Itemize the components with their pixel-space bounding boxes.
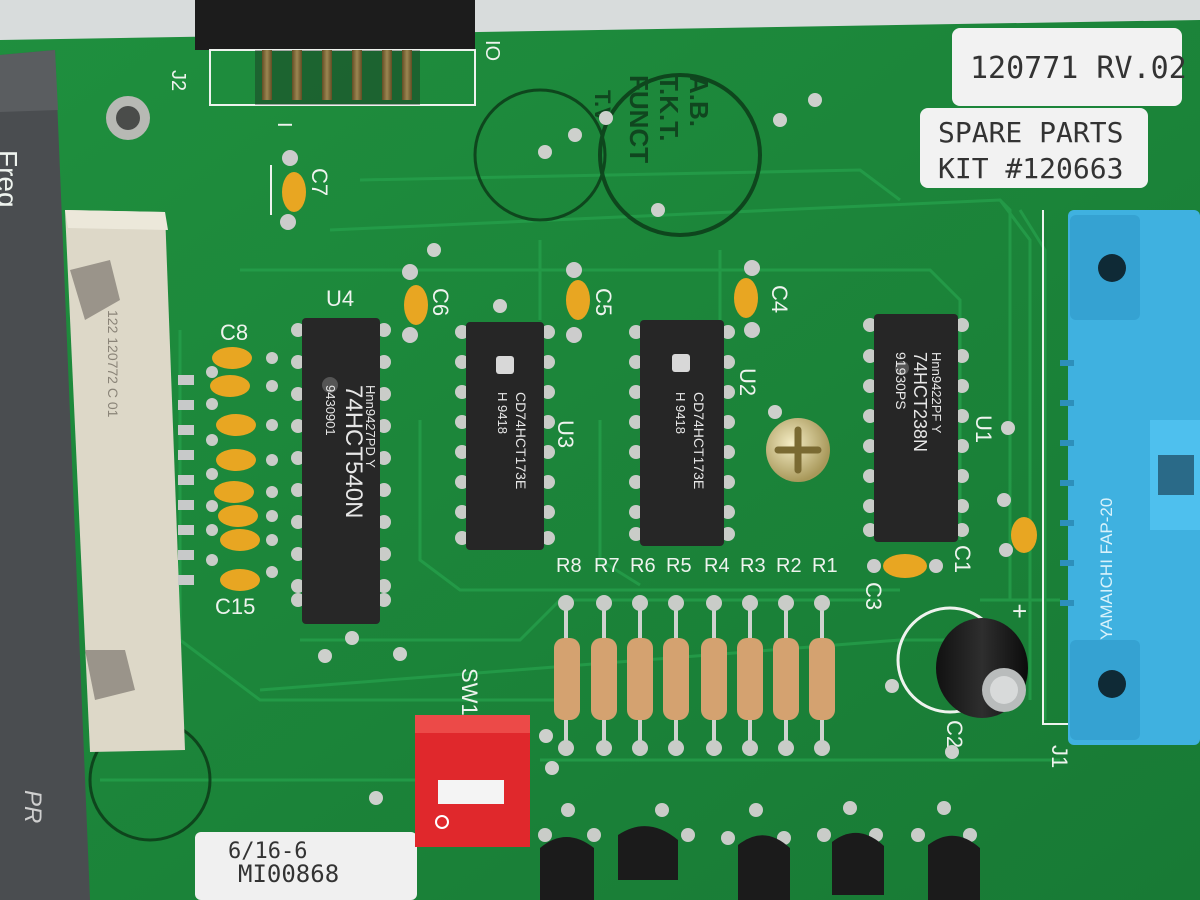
capacitor-c6 <box>402 264 428 343</box>
spare-line-1: SPARE PARTS <box>938 116 1123 149</box>
rev-sticker-text: 120771 RV.02 <box>970 51 1187 86</box>
vias <box>318 93 1015 805</box>
u4-lot: 9430901 <box>323 385 338 436</box>
refdes-u1: U1 <box>971 415 996 443</box>
u3-part-number: CD74HCT173E <box>513 392 529 489</box>
ic-u1: 74HCT238N 91930PS Hnn9422PF Y <box>863 314 969 542</box>
u2-part-number: CD74HCT173E <box>691 392 707 489</box>
bottom-sticker: 6/16-6 MI00868 <box>195 832 417 900</box>
capacitor-c3 <box>867 554 943 578</box>
ic-u2: CD74HCT173E H 9418 <box>629 320 735 546</box>
inspection-stamp: A.B. T.K.T. FUNCT T.V <box>88 73 762 842</box>
spare-line-2: KIT #120663 <box>938 152 1123 185</box>
edge-freq-label: Freq <box>0 150 23 208</box>
bottom-sticker-line-2: MI00868 <box>238 860 339 888</box>
refdes-r1: R1 <box>812 555 838 577</box>
j1-ribbon-connector: YAMAICHI FAP-20 <box>1042 210 1200 745</box>
white-connector-text: 122 120772 C 01 <box>105 310 121 418</box>
u4-part-number: 74HCT540N <box>340 385 367 518</box>
u2-lot: H 9418 <box>673 392 688 434</box>
u1-part-number: 74HCT238N <box>910 352 930 452</box>
stamp-line-1: A.B. <box>684 75 714 127</box>
j1-connector-text: YAMAICHI FAP-20 <box>1097 498 1116 640</box>
refdes-u3: U3 <box>553 420 578 448</box>
resistor-array <box>554 595 835 756</box>
refdes-j1: J1 <box>1047 745 1072 768</box>
refdes-sw1: SW1 <box>457 668 482 716</box>
capacitor-c2-electrolytic <box>896 606 1028 718</box>
stamp-line-3: FUNCT <box>624 75 654 163</box>
refdes-r3: R3 <box>740 555 766 577</box>
capacitor-c7 <box>270 150 306 230</box>
refdes-r2: R2 <box>776 555 802 577</box>
front-panel-edge: Freq PR <box>0 50 90 900</box>
transistor-row <box>538 801 980 900</box>
refdes-io: IO <box>481 40 503 61</box>
stamp-line-2: T.K.T. <box>654 75 684 141</box>
refdes-c6: C6 <box>428 288 453 316</box>
refdes-c3: C3 <box>861 582 886 610</box>
refdes-j2: J2 <box>167 70 189 91</box>
refdes-u4: U4 <box>326 286 354 311</box>
capacitor-c5 <box>566 262 590 343</box>
refdes-c5: C5 <box>591 288 616 316</box>
spare-parts-sticker: SPARE PARTS KIT #120663 <box>920 108 1148 188</box>
capacitor-c4 <box>734 260 760 338</box>
j2-header-connector <box>195 0 476 106</box>
ic-u3: CD74HCT173E H 9418 <box>455 322 555 550</box>
refdes-c7: C7 <box>307 168 332 196</box>
capacitor-bank-c8-c15 <box>210 347 260 591</box>
dip-switch-sw1 <box>415 715 530 847</box>
white-edge-connector: 122 120772 C 01 <box>65 210 194 752</box>
u4-date: Hnn9427PD Y <box>363 385 378 468</box>
pin1-marker: I <box>273 122 295 128</box>
bottom-sticker-line-1: 6/16-6 <box>228 839 307 864</box>
u1-date: Hnn9422PF Y <box>929 352 944 434</box>
u1-lot: 91930PS <box>893 352 909 410</box>
ic-u4: 74HCT540N 9430901 Hnn9427PD Y <box>291 318 391 624</box>
refdes-r8: R8 <box>556 555 582 577</box>
refdes-c2: C2 <box>942 720 967 748</box>
capacitor-c1 <box>997 493 1037 557</box>
refdes-u2: U2 <box>735 368 760 396</box>
refdes-r5: R5 <box>666 555 692 577</box>
refdes-r7: R7 <box>594 555 620 577</box>
u3-lot: H 9418 <box>495 392 510 434</box>
rev-sticker: 120771 RV.02 <box>952 28 1187 106</box>
refdes-c15: C15 <box>215 594 255 619</box>
screw <box>766 418 830 482</box>
refdes-c4: C4 <box>767 285 792 313</box>
refdes-c8: C8 <box>220 320 248 345</box>
refdes-r6: R6 <box>630 555 656 577</box>
edge-pr-label: PR <box>19 790 46 823</box>
polarity-plus: + <box>1012 596 1027 626</box>
refdes-c1: C1 <box>950 545 975 573</box>
refdes-r4: R4 <box>704 555 730 577</box>
